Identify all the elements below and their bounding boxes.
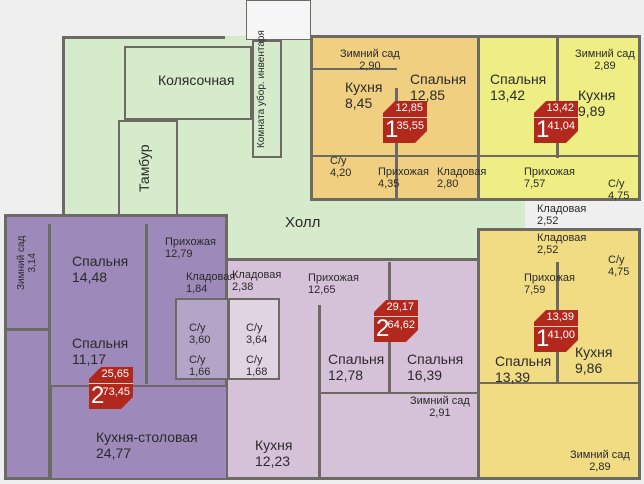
apartment-left-baths xyxy=(175,298,229,380)
cleaning-room-label: Комната убор. инвентаря xyxy=(256,30,267,148)
apartment-left-kitchen xyxy=(50,385,228,480)
vestibule-label: Тамбур xyxy=(136,144,152,192)
vestibule-room xyxy=(118,120,178,220)
cleaning-room xyxy=(252,40,282,158)
apartment-bottom-right xyxy=(477,228,641,480)
hall-label: Холл xyxy=(285,214,321,231)
stair-block xyxy=(246,0,311,40)
stroller-room-label: Колясочная xyxy=(158,72,235,88)
apartment-center-baths xyxy=(228,298,280,380)
stroller-room xyxy=(124,46,252,120)
